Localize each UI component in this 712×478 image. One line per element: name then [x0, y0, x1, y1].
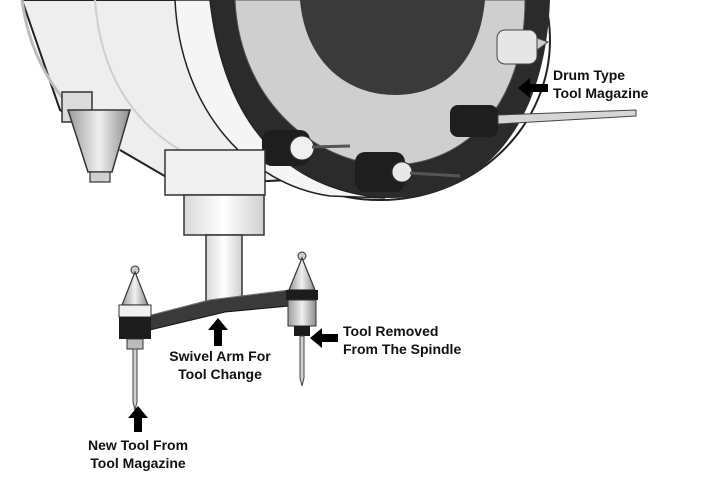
label-swivel-arm: Swivel Arm For Tool Change	[160, 347, 280, 383]
magazine-tool-3	[450, 105, 637, 137]
label-new-tool-line1: New Tool From	[87, 437, 189, 453]
label-magazine-line1: Drum Type	[553, 67, 626, 83]
magazine-tool-2	[355, 152, 461, 192]
new-tool	[118, 265, 152, 411]
label-removed-line2: From The Spindle	[343, 341, 462, 357]
label-drum-type-tool-magazine: Drum Type Tool Magazine	[553, 66, 648, 102]
label-new-tool-line2: Tool Magazine	[90, 455, 186, 471]
label-swivel-line2: Tool Change	[178, 366, 262, 382]
auxiliary-cone	[61, 91, 131, 183]
label-tool-removed: Tool Removed From The Spindle	[343, 322, 461, 358]
magazine-tool-4	[496, 29, 550, 65]
arrow-new-tool	[128, 406, 148, 432]
label-new-tool: New Tool From Tool Magazine	[78, 436, 198, 472]
spindle	[164, 149, 266, 308]
arrow-removed	[310, 328, 338, 348]
label-swivel-line1: Swivel Arm For	[169, 348, 271, 364]
label-magazine-line2: Tool Magazine	[553, 85, 649, 101]
removed-tool	[286, 251, 318, 387]
label-removed-line1: Tool Removed	[343, 323, 439, 339]
arrow-swivel	[208, 318, 228, 346]
magazine-tool-1	[262, 130, 351, 166]
arrow-magazine	[518, 78, 548, 98]
